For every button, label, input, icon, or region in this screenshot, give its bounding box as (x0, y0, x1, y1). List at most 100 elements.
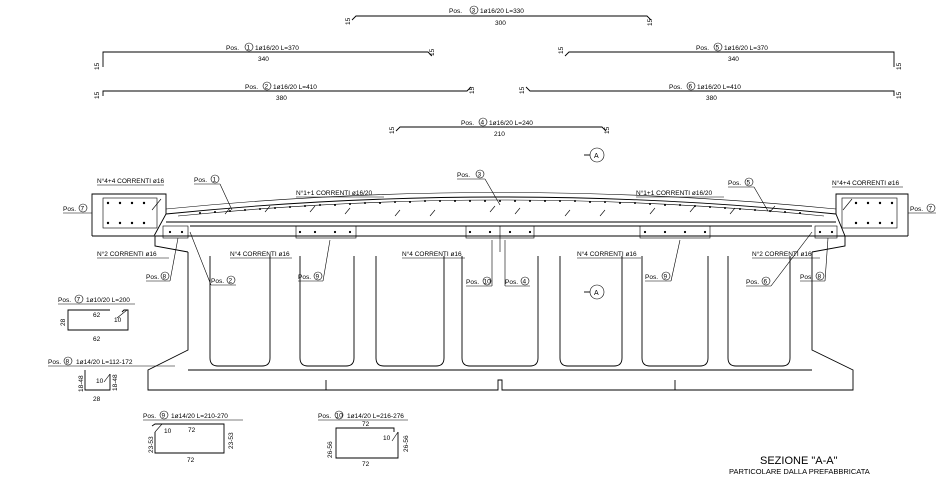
label-mid3: N°4 CORRENTI ø16 (577, 250, 637, 258)
label-top-left: N°1+1 CORRENTI ø16/20 (296, 189, 372, 197)
svg-text:Pos.: Pos. (194, 177, 207, 184)
section-marker-top-label: A (594, 153, 599, 160)
svg-text:Pos.: Pos. (58, 297, 71, 304)
svg-text:28: 28 (60, 318, 67, 326)
svg-text:28: 28 (93, 396, 101, 403)
bar-pos4-length: 210 (494, 131, 505, 138)
bar-pos6-hook-right: 15 (896, 91, 903, 99)
callout-pos7-left: Pos. 7 (63, 203, 92, 214)
detail-pos7: Pos. 7 1ø10/20 L=200 62 10 28 62 (58, 294, 135, 343)
svg-text:10: 10 (383, 435, 391, 442)
svg-text:9: 9 (316, 274, 320, 281)
callout-pos1: Pos. 1 (194, 174, 233, 211)
bar-pos6-length: 380 (706, 95, 717, 102)
bar-pos3-length: 300 (495, 20, 506, 27)
svg-text:Pos.: Pos. (146, 274, 159, 281)
svg-text:10: 10 (484, 279, 492, 286)
bar-pos1-num: 1 (247, 45, 251, 52)
svg-text:72: 72 (188, 427, 196, 434)
bar-pos5-num: 5 (716, 45, 720, 52)
svg-text:23-53: 23-53 (148, 436, 155, 453)
svg-text:1: 1 (213, 177, 217, 184)
svg-text:8: 8 (163, 274, 167, 281)
label-bottom-right: N°2 CORRENTI ø16 (752, 250, 812, 258)
bar-pos3-num: 3 (472, 8, 476, 15)
bar-pos1-hook-left: 15 (94, 62, 101, 70)
section-marker-top: A (584, 147, 605, 163)
svg-text:7: 7 (929, 206, 933, 213)
svg-text:10: 10 (336, 413, 344, 420)
bar-pos2-circle (262, 81, 272, 91)
svg-text:Pos.: Pos. (800, 274, 813, 281)
detail-pos9: Pos. 9 1ø14/20 L=210-270 10 72 23-53 23-… (143, 410, 243, 464)
bar-pos1-spec: 1ø16/20 L=370 (255, 45, 299, 52)
callout-pos7-right: Pos.7 (908, 203, 936, 214)
bar-pos4: 15 15 Pos. 4 1ø16/20 L=240 210 (389, 117, 611, 138)
svg-text:Pos.: Pos. (466, 279, 479, 286)
bar-pos1-hook-right: 15 (429, 48, 436, 56)
bar-pos2-pos: Pos. (245, 84, 258, 91)
callout-pos6: Pos. 6 (746, 231, 813, 287)
svg-text:9: 9 (664, 274, 668, 281)
title-sub: PARTICOLARE DALLA PREFABBRICATA (729, 467, 870, 476)
svg-text:9: 9 (162, 413, 166, 420)
section-labels: N°4+4 CORRENTI ø16 N°4+4 CORRENTI ø16 N°… (97, 177, 903, 259)
svg-text:26-56: 26-56 (327, 441, 334, 458)
bar-pos5: 15 15 Pos. 5 1ø16/20 L=370 340 (558, 42, 903, 70)
bar-pos3-pos: Pos. (449, 8, 462, 15)
bar-pos2-num: 2 (265, 84, 269, 91)
bar-pos6-spec: 1ø16/20 L=410 (697, 84, 741, 91)
callout-pos8-left: Pos. 8 (146, 237, 179, 282)
bar-pos4-hook-left: 15 (389, 126, 396, 134)
bar-pos6: 15 15 Pos. 6 1ø16/20 L=410 380 (519, 81, 903, 102)
callout-pos5: Pos.5 (728, 177, 769, 212)
svg-text:6: 6 (764, 279, 768, 286)
svg-text:Pos.: Pos. (298, 274, 311, 281)
callout-pos4: Pos. 4 (504, 240, 530, 287)
label-top-right: N°1+1 CORRENTI ø16/20 (636, 189, 712, 197)
svg-text:10: 10 (96, 378, 104, 385)
svg-text:Pos.: Pos. (457, 172, 470, 179)
title-block: SEZIONE "A-A" PARTICOLARE DALLA PREFABBR… (729, 455, 870, 476)
callout-pos2: Pos.2 (189, 231, 236, 286)
bar-pos2-hook-right: 15 (469, 86, 476, 94)
bar-pos4-num: 4 (481, 120, 485, 127)
detail-pos8: Pos. 8 1ø14/20 L=112-172 18-48 10 18-48 … (48, 356, 175, 403)
svg-text:18-48: 18-48 (78, 375, 85, 392)
callout-pos9-right: Pos.9 (645, 239, 681, 282)
svg-text:4: 4 (523, 279, 527, 286)
svg-text:62: 62 (93, 336, 101, 343)
bar-pos4-circle (478, 117, 488, 127)
svg-text:10: 10 (164, 428, 172, 435)
bar-pos5-circle (713, 42, 723, 52)
label-mid2: N°4 CORRENTI ø16 (402, 250, 462, 258)
bar-pos5-hook-left: 15 (558, 46, 565, 54)
svg-text:5: 5 (747, 180, 751, 187)
bar-pos3-spec: 1ø16/20 L=330 (480, 8, 524, 15)
svg-text:10: 10 (114, 317, 122, 324)
title-main: SEZIONE "A-A" (760, 455, 838, 467)
svg-text:7: 7 (81, 206, 85, 213)
callouts: Pos.1 Pos.3 Pos.5 Pos.7 Pos.7 Pos.8 Pos.… (63, 169, 936, 287)
callout-pos10: Pos. 10 (466, 240, 493, 287)
svg-text:1ø10/20 L=200: 1ø10/20 L=200 (86, 297, 130, 304)
bar-pos1-length: 340 (258, 56, 269, 63)
svg-text:3: 3 (478, 172, 482, 179)
label-left-edge: N°4+4 CORRENTI ø16 (97, 177, 164, 185)
svg-text:Pos.: Pos. (48, 359, 61, 366)
svg-text:8: 8 (66, 359, 70, 366)
callout-pos8-right: Pos.8 (800, 237, 829, 282)
svg-text:72: 72 (187, 457, 195, 464)
label-right-edge: N°4+4 CORRENTI ø16 (832, 179, 899, 187)
bar-pos4-spec: 1ø16/20 L=240 (489, 120, 533, 127)
svg-text:72: 72 (362, 421, 370, 428)
bar-pos5-length: 340 (728, 56, 739, 63)
bar-pos2-spec: 1ø16/20 L=410 (273, 84, 317, 91)
bar-pos4-hook-right: 15 (604, 126, 611, 134)
svg-text:Pos.: Pos. (143, 413, 156, 420)
svg-text:Pos.: Pos. (63, 206, 76, 213)
bar-pos5-pos: Pos. (696, 45, 709, 52)
bar-pos1-pos: Pos. (226, 45, 239, 52)
bar-pos3-hook-right: 15 (647, 18, 654, 26)
svg-text:Pos.: Pos. (505, 279, 518, 286)
